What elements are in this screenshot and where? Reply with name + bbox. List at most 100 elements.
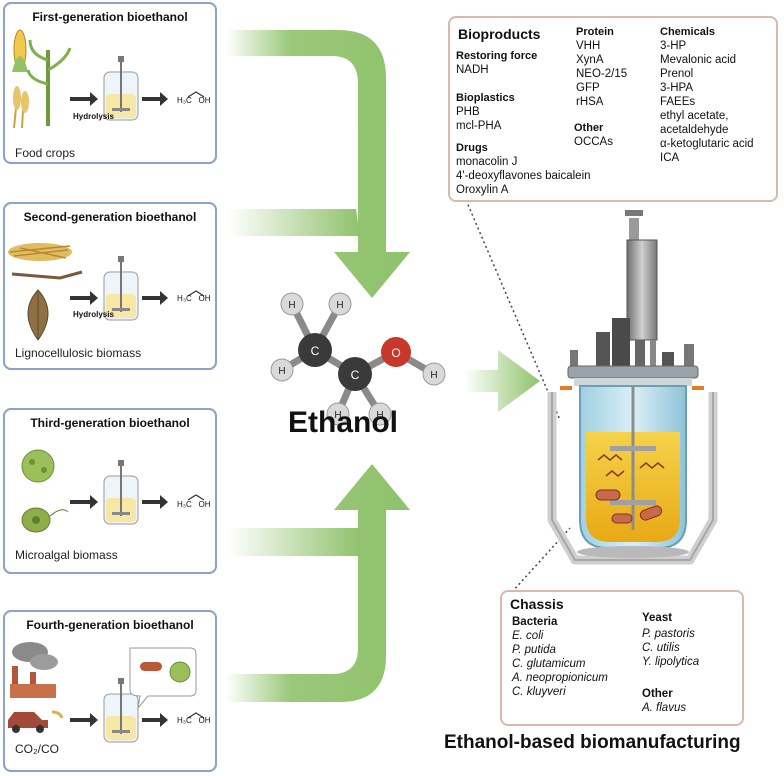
hydrogen-atom-label: H (376, 410, 383, 421)
gen1-ethanol-formula: H₃C OH (177, 96, 211, 105)
chassis-item: P. pastoris (642, 628, 695, 640)
mini-bioreactor-icon (103, 256, 139, 321)
gen1-caption: Food crops (15, 146, 76, 160)
other-chassis-label: Other (642, 688, 673, 700)
bioproduct-item: 3-HPA (660, 82, 694, 94)
gen4-panel: Fourth-generation bioethanol H₃C OH CO₂/… (3, 610, 217, 772)
factory-icon (10, 642, 58, 698)
gen3-panel: Third-generation bioethanol H₃C OH Micro… (3, 408, 217, 574)
bioproduct-item: mcl-PHA (456, 120, 502, 132)
protein-label: Protein (576, 26, 614, 38)
chassis-item: C. kluyveri (512, 686, 566, 698)
bioproduct-item: rHSA (576, 96, 604, 108)
ethanol-label: Ethanol (288, 406, 398, 439)
bacterium-icon (129, 647, 197, 710)
gen3-caption: Microalgal biomass (15, 548, 118, 562)
chassis-item: A. flavus (642, 702, 687, 714)
chassis-heading: Chassis (510, 596, 564, 612)
bioproducts-box: Bioproducts Restoring force NADH Bioplas… (448, 16, 778, 202)
drugs-label: Drugs (456, 142, 488, 154)
hydrogen-atom (328, 292, 352, 316)
gen3-ethanol-formula: H₃C OH (177, 500, 211, 509)
ethanol-molecule: C C O H H H H H H (270, 292, 446, 426)
carbon-atom (338, 357, 372, 391)
carbon-atom-label: C (351, 368, 360, 382)
hydrogen-atom-label: H (430, 370, 437, 381)
gen4-graphics (8, 642, 205, 743)
mini-bioreactor-icon (103, 56, 139, 121)
bioproduct-item: GFP (576, 82, 600, 94)
microalgae-icon (21, 449, 69, 533)
bioproduct-item: monacolin J (456, 156, 518, 168)
gen2-ethanol-formula: H₃C OH (177, 294, 211, 303)
bioproduct-item: 4'-deoxyflavones baicalein (456, 170, 591, 182)
bioproduct-item: PHB (456, 106, 480, 118)
gen1-title: First-generation bioethanol (32, 10, 188, 24)
bioproduct-item: OCCAs (574, 136, 613, 148)
upper-flow-arrow (226, 30, 410, 298)
chassis-box: Chassis Bacteria E. coli P. putida C. gl… (500, 590, 744, 726)
gen4-caption: CO₂/CO (15, 742, 59, 756)
gen2-graphics (8, 243, 205, 341)
mini-bioreactor-icon (103, 460, 139, 525)
chassis-item: P. putida (512, 644, 556, 656)
chassis-item: Y. lipolytica (642, 656, 700, 668)
gen1-graphics (12, 29, 205, 129)
car-icon (8, 712, 48, 733)
gen2-caption: Lignocellulosic biomass (15, 346, 142, 360)
gen1-panel: First-generation bioethanol Hydrolysis H… (3, 2, 217, 164)
gen4-title: Fourth-generation bioethanol (26, 618, 194, 632)
hydrogen-atom-label: H (278, 366, 285, 377)
gen2-hydrolysis-label: Hydrolysis (73, 310, 114, 319)
leaf-icon (27, 289, 49, 341)
bioproduct-item: FAEEs (660, 96, 696, 108)
other-products-label: Other (574, 122, 604, 134)
bioproduct-item: NEO-2/15 (576, 68, 628, 80)
bioplastics-label: Bioplastics (456, 92, 515, 104)
bioproduct-item: XynA (576, 54, 604, 66)
carbon-atom-label: C (311, 344, 320, 358)
bacteria-label: Bacteria (512, 616, 558, 628)
chemicals-label: Chemicals (660, 26, 716, 38)
bioproducts-heading: Bioproducts (458, 26, 541, 42)
wheat-icon (13, 86, 29, 129)
hydrogen-atom (270, 358, 294, 382)
bioproduct-item: acetaldehyde (660, 124, 729, 136)
lower-flow-arrow (226, 464, 410, 702)
hydrogen-atom (326, 402, 350, 426)
bioproduct-item: Oroxylin A (456, 184, 509, 196)
gen3-graphics (21, 449, 205, 533)
hydrogen-atom (422, 362, 446, 386)
bioproduct-item: NADH (456, 64, 489, 76)
chassis-item: A. neopropionicum (512, 672, 608, 684)
bioproduct-item: VHH (576, 40, 601, 52)
biomanufacturing-label: Ethanol-based biomanufacturing (444, 732, 741, 753)
restoring-force-label: Restoring force (456, 50, 538, 62)
chassis-item: C. utilis (642, 642, 680, 654)
bioproduct-item: α-ketoglutaric acid (660, 138, 754, 150)
oxygen-atom (381, 337, 411, 367)
bioproduct-item: ICA (660, 152, 680, 164)
bioproduct-item: 3-HP (660, 40, 687, 52)
bioproduct-item: ethyl acetate, (660, 110, 729, 122)
hydrogen-atom-label: H (288, 300, 295, 311)
straw-icon (8, 243, 72, 261)
gen2-title: Second-generation bioethanol (23, 210, 197, 224)
gen2-panel: Second-generation bioethanol Hydrolysis … (3, 202, 217, 370)
hydrogen-atom (280, 292, 304, 316)
hydrogen-atom-label: H (334, 410, 341, 421)
yeast-label: Yeast (642, 612, 673, 624)
to-bioreactor-arrow (464, 350, 540, 412)
gen4-ethanol-formula: H₃C OH (177, 716, 211, 725)
oxygen-atom-label: O (391, 346, 400, 360)
corn-icon (12, 29, 28, 72)
gen1-hydrolysis-label: Hydrolysis (73, 112, 114, 121)
chassis-item: E. coli (512, 630, 544, 642)
hydrogen-atom (368, 402, 392, 426)
bioproduct-item: Mevalonic acid (660, 54, 737, 66)
hydrogen-atom-label: H (336, 300, 343, 311)
mini-bioreactor-icon (103, 678, 139, 743)
sugarcane-icon (26, 39, 72, 126)
bioreactor-icon (547, 210, 718, 565)
